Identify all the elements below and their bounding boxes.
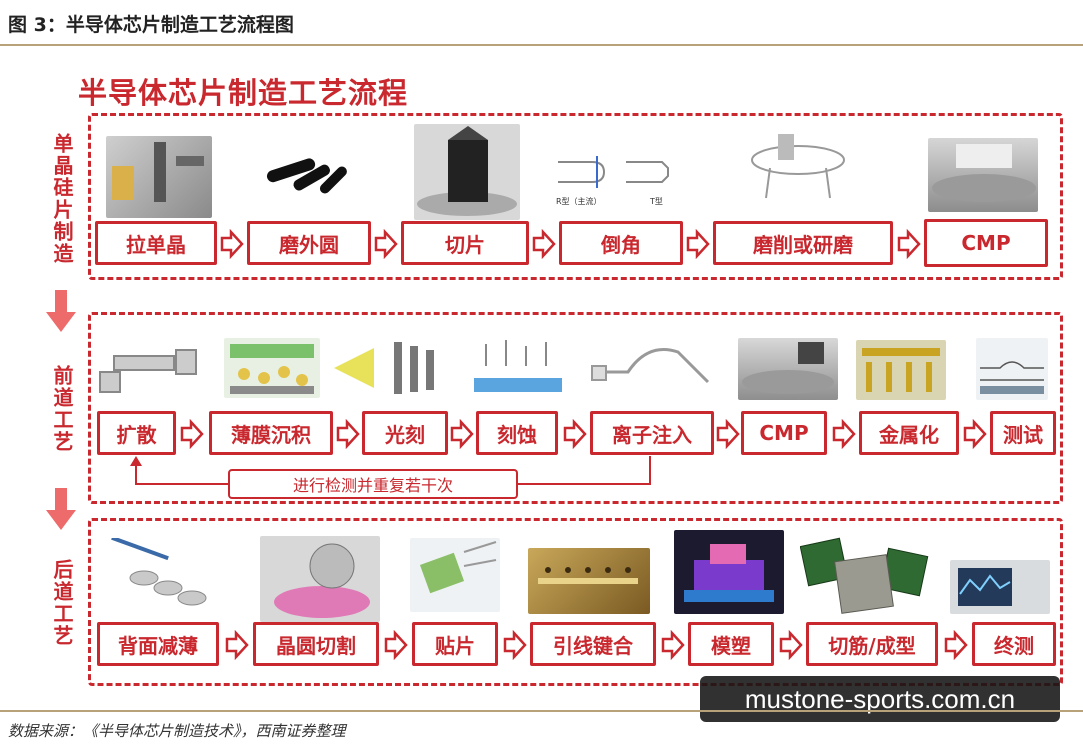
down-arrow-icon bbox=[46, 290, 76, 332]
step-cmp-wafer: CMP bbox=[924, 219, 1048, 267]
step-wafer-dicing: 晶圆切割 bbox=[253, 622, 379, 666]
step-metallization: 金属化 bbox=[859, 411, 959, 455]
flow-arrow-icon bbox=[686, 229, 710, 259]
flow-arrow-icon bbox=[374, 229, 398, 259]
step-cmp-front-end: CMP bbox=[741, 411, 827, 455]
flow-arrow-icon bbox=[779, 630, 803, 660]
chamfer-profile-image: R型（主流） T型 bbox=[552, 146, 676, 212]
step-grind-or-lap: 磨削或研磨 bbox=[713, 221, 893, 265]
step-slicing: 切片 bbox=[401, 221, 529, 265]
flow-arrow-icon bbox=[832, 419, 856, 449]
flow-arrow-icon bbox=[963, 419, 987, 449]
step-wire-bonding: 引线键合 bbox=[530, 622, 656, 666]
step-lithography: 光刻 bbox=[362, 411, 448, 455]
down-arrow-icon bbox=[46, 488, 76, 530]
diffusion-equipment-image bbox=[96, 342, 200, 398]
cmp-wafer-image-2 bbox=[738, 338, 838, 400]
flow-arrow-icon bbox=[661, 630, 685, 660]
main-title: 半导体芯片制造工艺流程 bbox=[78, 76, 409, 110]
flow-arrow-icon bbox=[336, 419, 360, 449]
step-ion-implantation: 离子注入 bbox=[590, 411, 714, 455]
trim-form-chips-image bbox=[800, 532, 934, 616]
repeat-loop-connector bbox=[130, 456, 651, 485]
flow-arrow-icon bbox=[716, 419, 740, 449]
step-diffusion: 扩散 bbox=[97, 411, 176, 455]
step-pull-crystal: 拉单晶 bbox=[95, 221, 217, 265]
flow-arrow-icon bbox=[563, 419, 587, 449]
section-front-end bbox=[88, 312, 1063, 504]
step-testing: 测试 bbox=[990, 411, 1056, 455]
step-trim-form: 切筋/成型 bbox=[806, 622, 938, 666]
flow-arrow-icon bbox=[180, 419, 204, 449]
ingot-rods-image bbox=[262, 150, 352, 200]
repeat-loop-note: 进行检测并重复若干次 bbox=[228, 469, 518, 499]
flow-arrow-icon bbox=[220, 229, 244, 259]
lithography-image bbox=[334, 336, 450, 400]
etching-image bbox=[470, 336, 566, 400]
chamfer-note-b: T型 bbox=[649, 197, 663, 206]
wafer-dicing-image bbox=[260, 536, 380, 622]
die-attach-image bbox=[410, 538, 500, 612]
metallization-image bbox=[856, 340, 946, 400]
flow-arrow-icon bbox=[532, 229, 556, 259]
step-back-thinning: 背面减薄 bbox=[97, 622, 219, 666]
source-note: 数据来源：《半导体芯片制造技术》，西南证券整理 bbox=[8, 722, 346, 740]
figure-title: 图 3：半导体芯片制造工艺流程图 bbox=[8, 14, 294, 36]
step-final-test: 终测 bbox=[972, 622, 1056, 666]
test-structure-image bbox=[976, 338, 1048, 400]
chamfer-note-a: R型（主流） bbox=[556, 196, 602, 206]
grinding-machine-image bbox=[748, 128, 848, 212]
watermark-banner: mustone-sports.com.cn bbox=[700, 676, 1060, 722]
section-back-end bbox=[88, 518, 1063, 686]
flow-arrow-icon bbox=[944, 630, 968, 660]
section-wafer-manufacturing bbox=[88, 113, 1063, 280]
cmp-wafer-image-1 bbox=[928, 138, 1038, 212]
step-etching: 刻蚀 bbox=[476, 411, 558, 455]
back-thinning-image bbox=[104, 538, 220, 614]
step-die-attach: 贴片 bbox=[412, 622, 498, 666]
ion-implant-image bbox=[588, 332, 718, 402]
molding-image bbox=[674, 530, 784, 614]
step-molding: 模塑 bbox=[688, 622, 774, 666]
final-test-instrument-image bbox=[950, 560, 1050, 614]
top-rule bbox=[0, 44, 1083, 46]
section-label-back-end: 后道工艺 bbox=[50, 559, 74, 647]
wire-bonding-image bbox=[528, 548, 650, 614]
flow-arrow-icon bbox=[450, 419, 474, 449]
section-label-wafer: 单晶硅片制造 bbox=[50, 132, 74, 265]
flow-arrow-icon bbox=[225, 630, 249, 660]
section-label-front-end: 前道工艺 bbox=[50, 365, 74, 453]
step-thin-film-deposition: 薄膜沉积 bbox=[209, 411, 333, 455]
flow-arrow-icon bbox=[384, 630, 408, 660]
bottom-rule bbox=[0, 710, 1083, 712]
wafer-slicing-image bbox=[414, 124, 520, 220]
crystal-puller-image bbox=[106, 136, 212, 218]
thin-film-deposition-image bbox=[224, 338, 320, 398]
step-grind-outer-circle: 磨外圆 bbox=[247, 221, 371, 265]
flow-arrow-icon bbox=[897, 229, 921, 259]
flow-arrow-icon bbox=[503, 630, 527, 660]
step-chamfer: 倒角 bbox=[559, 221, 683, 265]
